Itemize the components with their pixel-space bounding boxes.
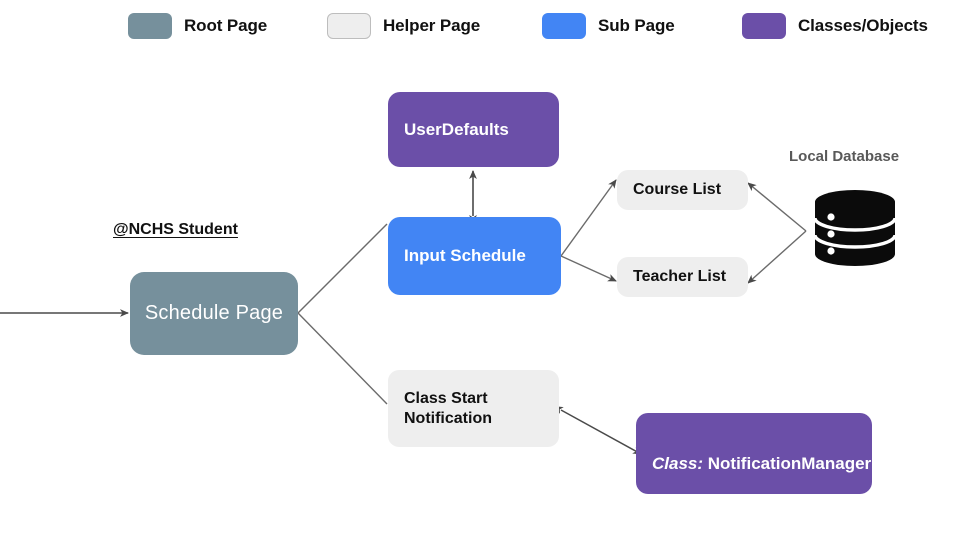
node-label: UserDefaults: [404, 119, 509, 139]
node-label: Schedule Page: [144, 302, 284, 324]
edge-local-database-to-teacher-list: [747, 230, 807, 284]
legend-item-root-page: Root Page: [128, 12, 267, 40]
node-label: Course List: [633, 181, 722, 198]
node-class-start-notification[interactable]: Class Start Notification: [388, 370, 559, 447]
legend-item-classes-objects: Classes/Objects: [742, 12, 928, 40]
node-notification-manager[interactable]: Class: NotificationManager: [636, 413, 872, 494]
edge-class-start-notification-to-notification-manager: [553, 406, 642, 455]
color-swatch-icon: [327, 13, 371, 39]
node-teacher-list[interactable]: Teacher List: [617, 257, 748, 297]
node-label-prefix: Class:: [652, 453, 704, 473]
legend-label: Sub Page: [598, 16, 675, 35]
legend-label: Helper Page: [383, 16, 481, 35]
local-database-caption: Local Database: [789, 148, 900, 165]
node-label: Input Schedule: [404, 246, 526, 265]
node-label-text: NotificationManager: [707, 453, 872, 473]
node-schedule-page[interactable]: Schedule Page: [130, 272, 298, 355]
node-label: Class: NotificationManager: [636, 434, 872, 474]
color-swatch-icon: [542, 13, 586, 39]
edge-schedule-page-to-input-schedule: [297, 223, 388, 314]
legend-item-helper-page: Helper Page: [327, 12, 480, 40]
node-input-schedule[interactable]: Input Schedule: [388, 217, 561, 295]
color-swatch-icon: [128, 13, 172, 39]
node-course-list[interactable]: Course List: [617, 170, 748, 210]
legend-label: Root Page: [184, 16, 268, 35]
edge-input-schedule-to-teacher-list: [560, 255, 617, 282]
legend-label: Classes/Objects: [798, 16, 928, 35]
student-tag-label: @NCHS Student: [113, 221, 238, 238]
node-label: Teacher List: [633, 268, 727, 285]
node-label: Class Start Notification: [404, 389, 492, 427]
legend: Root Page Helper Page Sub Page Classes/O…: [0, 0, 960, 52]
edge-local-database-to-course-list: [747, 182, 807, 232]
node-user-defaults[interactable]: UserDefaults: [388, 92, 559, 167]
edge-input-schedule-to-course-list: [560, 179, 617, 257]
database-icon: [812, 188, 898, 272]
legend-item-sub-page: Sub Page: [542, 12, 675, 40]
edge-schedule-page-to-class-start-notification: [297, 312, 388, 405]
color-swatch-icon: [742, 13, 786, 39]
